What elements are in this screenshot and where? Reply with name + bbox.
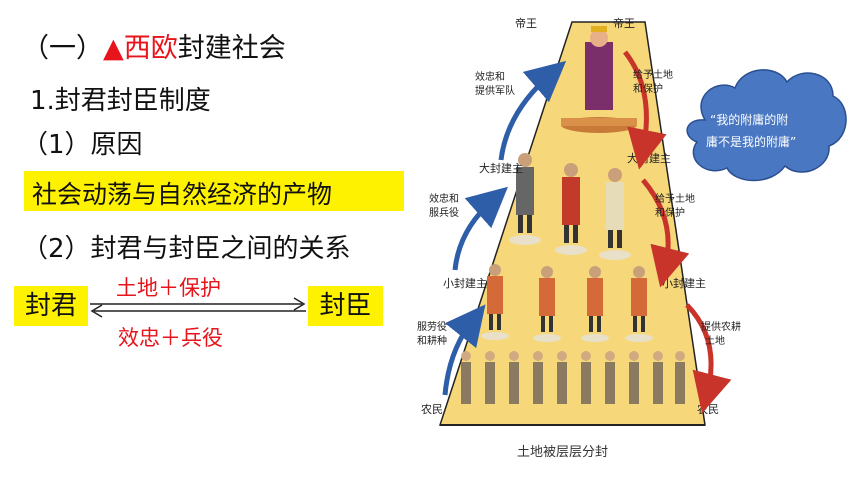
arrow-right-1-line1: 给予土地: [633, 68, 673, 81]
peasant-left-label: 农民: [421, 402, 443, 416]
cloud-line-1: “我的附庸的附: [710, 112, 788, 127]
small-lord-figures: [481, 264, 653, 342]
farmland-arrow: [685, 303, 732, 414]
arrow-right-3-line2: 土地: [705, 334, 725, 347]
arrow-right-1-line2: 和保护: [633, 82, 663, 95]
loyalty-arrow-2: [452, 186, 508, 271]
loyalty-service-label: 效忠＋兵役: [118, 326, 223, 350]
heading-rest: 封建社会: [177, 33, 286, 64]
heading-red-text: 西欧: [123, 33, 178, 64]
peasant-figures: [461, 362, 685, 404]
vassal-box: 封臣: [308, 286, 383, 326]
feudal-pyramid-illustration: 帝王 帝王 大封建主 大封建主 小封建主 小封建主 农民 农民 效忠和 提供军队…: [417, 16, 847, 460]
illustration-caption: 土地被层层分封: [517, 445, 608, 460]
arrow-left-3-line2: 和耕种: [417, 334, 447, 347]
arrow-right-2-line1: 给予土地: [655, 192, 695, 205]
section-heading: （一）▲西欧封建社会: [22, 26, 286, 65]
loyalty-arrow-1: [498, 60, 567, 161]
arrow-left-1-line2: 提供军队: [475, 84, 515, 97]
labor-arrow: [442, 304, 486, 396]
king-right-label: 帝王: [613, 16, 635, 30]
arrow-left-1-line1: 效忠和: [475, 70, 505, 83]
peasant-right-label: 农民: [697, 402, 719, 416]
grant-arrow-2: [641, 178, 690, 288]
cause-label: （1）原因: [22, 130, 143, 160]
arrow-left-2-line1: 效忠和: [429, 192, 459, 205]
triangle-icon: ▲: [103, 33, 124, 64]
land-protection-label: 土地＋保护: [116, 276, 221, 300]
double-arrow-icon: [90, 297, 306, 318]
grant-arrow-1: [623, 50, 667, 170]
arrow-left-3-line1: 服劳役: [417, 320, 447, 333]
relation-label: （2）封君与封臣之间的关系: [22, 234, 351, 264]
arrow-right-2-line2: 和保护: [655, 206, 685, 219]
cause-text: 社会动荡与自然经济的产物: [32, 180, 333, 209]
small-lord-left-label: 小封建主: [443, 276, 487, 290]
heading-prefix: （一）: [22, 33, 103, 64]
king-figure: [561, 26, 637, 133]
big-lord-right-label: 大封建主: [627, 151, 671, 165]
small-lord-right-label: 小封建主: [662, 276, 706, 290]
cloud-speech-bubble: “我的附庸的附 庸不是我的附庸”: [686, 69, 847, 182]
cloud-line-2: 庸不是我的附庸”: [706, 134, 796, 149]
arrow-left-2-line2: 服兵役: [429, 206, 459, 219]
subheading: 1.封君封臣制度: [30, 86, 211, 116]
lord-box: 封君: [14, 286, 88, 326]
cause-highlight: 社会动荡与自然经济的产物: [24, 171, 404, 211]
arrow-right-3-line1: 提供农耕: [701, 320, 741, 333]
big-lord-left-label: 大封建主: [479, 161, 523, 175]
king-left-label: 帝王: [515, 16, 537, 30]
big-lord-figures: [509, 153, 631, 260]
